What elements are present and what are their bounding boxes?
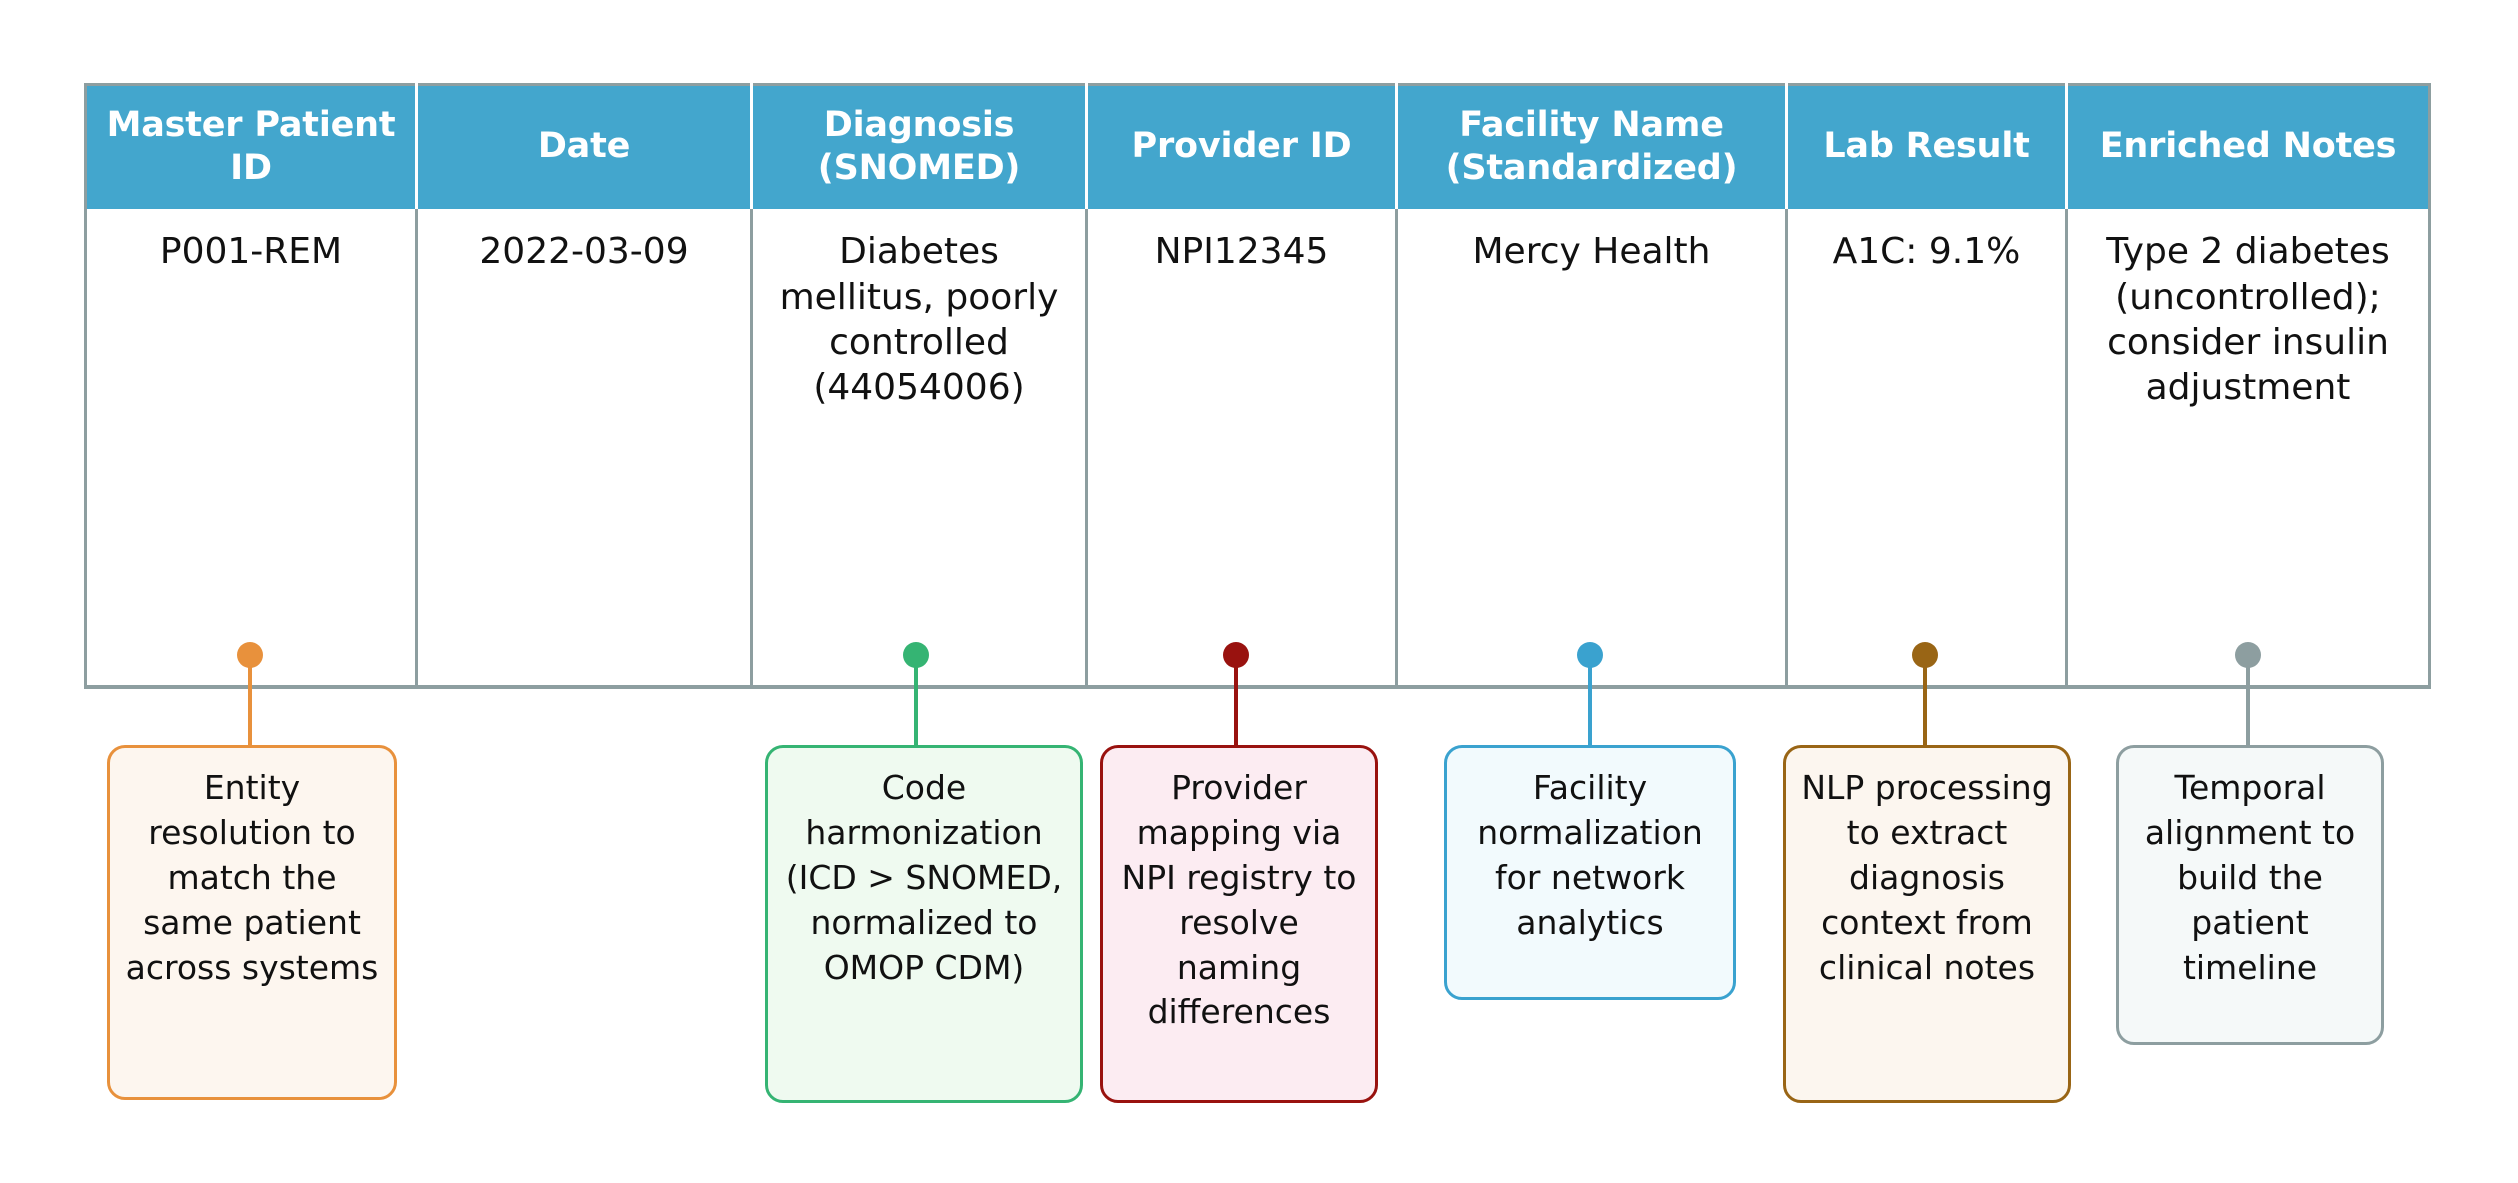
header-line-2: Notes (2282, 126, 2397, 167)
header-line-1: Master (106, 105, 243, 145)
column-header-enriched-notes: Enriched Notes (2065, 83, 2431, 210)
header-line-1: Facility Name (1459, 105, 1724, 145)
callout-text: NLP processing to extract diagnosis cont… (1801, 768, 2053, 987)
cell-diagnosis-snomed: Diabetes mellitus, poorly controlled (44… (750, 209, 1088, 689)
callout-code-harmonization: Code harmonization (ICD > SNOMED, normal… (765, 745, 1083, 1103)
header-line-1: Provider ID (1131, 126, 1352, 167)
cell-enriched-notes: Type 2 diabetes (uncontrolled); consider… (2065, 209, 2431, 689)
header-line-2: (SNOMED) (817, 147, 1021, 188)
column-header-facility-name: Facility Name (Standardized) (1395, 83, 1788, 210)
callout-text: Entity resolution to match the same pati… (125, 768, 379, 987)
table-header-row: Master Patient ID Date Diagnosis (SNOMED… (84, 83, 2431, 210)
callout-provider-mapping: Provider mapping via NPI registry to res… (1100, 745, 1378, 1103)
header-line-1: Date (537, 126, 631, 167)
column-header-date: Date (415, 83, 753, 210)
callout-temporal-alignment: Temporal alignment to build the patient … (2116, 745, 2384, 1045)
callout-text: Temporal alignment to build the patient … (2144, 768, 2356, 987)
cell-master-patient-id: P001-REM (84, 209, 418, 689)
header-line-1: Lab Result (1823, 126, 2030, 167)
record-table-wrapper: Master Patient ID Date Diagnosis (SNOMED… (84, 83, 2431, 689)
callout-text: Provider mapping via NPI registry to res… (1121, 768, 1357, 1032)
header-line-1: Diagnosis (823, 105, 1015, 145)
cell-lab-result: A1C: 9.1% (1785, 209, 2068, 689)
cell-facility-name: Mercy Health (1395, 209, 1788, 689)
column-header-master-patient-id: Master Patient ID (84, 83, 418, 210)
table-row: P001-REM 2022-03-09 Diabetes mellitus, p… (84, 209, 2431, 689)
column-header-lab-result: Lab Result (1785, 83, 2068, 210)
callout-text: Code harmonization (ICD > SNOMED, normal… (785, 768, 1063, 987)
callout-text: Facility normalization for network analy… (1477, 768, 1703, 942)
enriched-record-table: Master Patient ID Date Diagnosis (SNOMED… (84, 83, 2431, 689)
column-header-provider-id: Provider ID (1085, 83, 1398, 210)
cell-date: 2022-03-09 (415, 209, 753, 689)
header-line-2: Patient ID (230, 105, 396, 188)
callout-entity-resolution: Entity resolution to match the same pati… (107, 745, 397, 1100)
cell-provider-id: NPI12345 (1085, 209, 1398, 689)
column-header-diagnosis-snomed: Diagnosis (SNOMED) (750, 83, 1088, 210)
header-line-1: Enriched (2099, 126, 2271, 167)
header-line-2: (Standardized) (1445, 147, 1738, 188)
callout-facility-normalization: Facility normalization for network analy… (1444, 745, 1736, 1000)
callout-nlp-processing: NLP processing to extract diagnosis cont… (1783, 745, 2071, 1103)
